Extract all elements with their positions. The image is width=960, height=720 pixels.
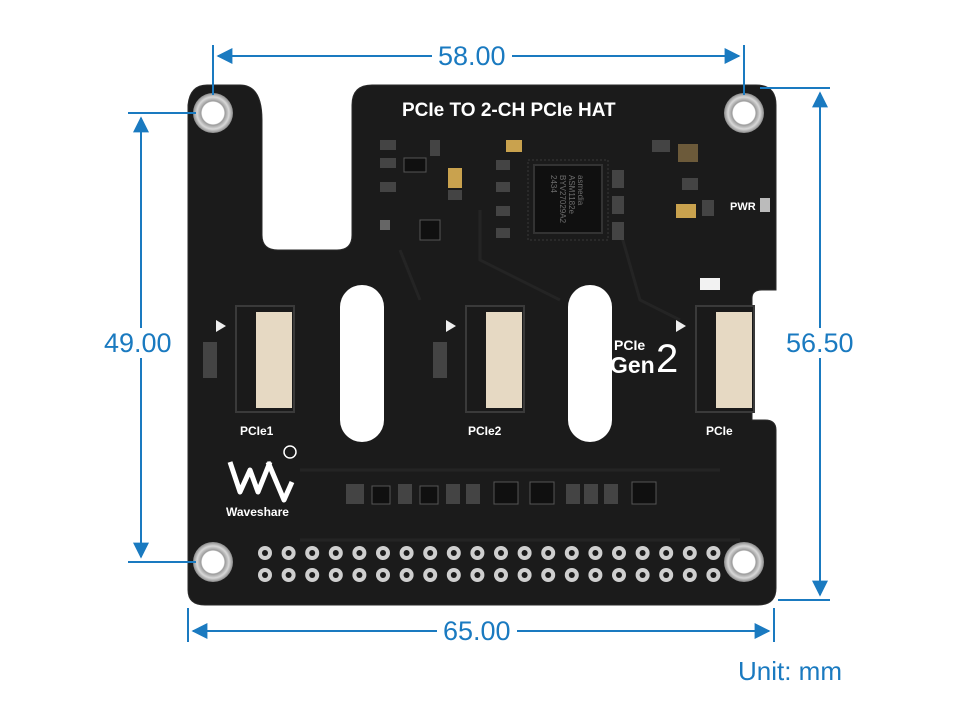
gpio-pin-hole	[380, 550, 386, 556]
gpio-pin-hole	[616, 550, 622, 556]
gpio-pin-hole	[710, 550, 717, 556]
gpio-pin-hole	[262, 572, 268, 578]
gpio-pin-hole	[403, 550, 410, 556]
gpio-pin-hole	[450, 572, 457, 578]
connector-pcie1	[203, 305, 295, 413]
gpio-pin-hole	[639, 572, 646, 578]
gen-badge-prefix: PCIe	[614, 337, 646, 353]
unit-label: Unit: mm	[738, 656, 842, 686]
gpio-pin-hole	[686, 572, 693, 578]
gen-badge-number: 2	[656, 337, 679, 381]
gpio-pin-hole	[285, 572, 292, 578]
gpio-pin-hole	[686, 550, 693, 556]
gpio-pin-hole	[639, 550, 646, 556]
gpio-pin-hole	[568, 550, 575, 556]
connector-pcie-upstream	[676, 305, 755, 413]
gpio-pin-hole	[545, 550, 552, 556]
connector-label-pcie1: PCIe1	[240, 424, 274, 438]
gpio-pin-hole	[592, 572, 599, 578]
board-title: PCIe TO 2-CH PCIe HAT	[402, 100, 616, 121]
gpio-pin-hole	[332, 572, 339, 578]
gpio-pin-hole	[663, 572, 670, 578]
gpio-pin-hole	[309, 550, 316, 556]
gpio-pin-hole	[592, 550, 599, 556]
gpio-pin-hole	[356, 550, 363, 556]
mounting-hole-top-right	[724, 93, 764, 133]
board-slot-right	[568, 285, 612, 442]
gen-badge-text: Gen	[610, 352, 655, 378]
pcb-traces	[300, 210, 740, 542]
waveshare-logo	[227, 445, 297, 503]
gpio-pin-hole	[309, 572, 316, 578]
mounting-hole-bottom-left	[193, 542, 233, 582]
dimension-label-bottom: 65.00	[437, 616, 517, 646]
gpio-pin-hole	[474, 550, 481, 556]
gpio-pin-hole	[498, 572, 504, 578]
gpio-pin-hole	[474, 572, 481, 578]
asmedia-chip: asmedia ASM1182e BYV27029A2 2434	[527, 159, 609, 241]
gpio-pin-hole	[710, 572, 717, 578]
gpio-pin-hole	[356, 572, 363, 578]
gpio-pin-hole	[403, 572, 410, 578]
gpio-pin-hole	[285, 550, 292, 556]
gpio-pin-hole	[380, 572, 386, 578]
mounting-hole-bottom-right	[724, 542, 764, 582]
gpio-pin-hole	[663, 550, 670, 556]
gpio-header	[258, 546, 721, 582]
gpio-pin-hole	[498, 550, 504, 556]
connector-label-pcie: PCIe	[706, 424, 733, 438]
gpio-pin-hole	[521, 550, 528, 556]
dimension-label-left: 49.00	[98, 328, 178, 358]
mounting-hole-top-left	[193, 93, 233, 133]
dimension-label-top: 58.00	[432, 41, 512, 71]
gpio-pin-hole	[427, 572, 434, 578]
dimension-label-right: 56.50	[780, 328, 860, 358]
gpio-pin-hole	[521, 572, 528, 578]
gpio-pin-hole	[332, 550, 339, 556]
board-slot-left	[340, 285, 384, 442]
gpio-pin-hole	[568, 572, 575, 578]
connector-pcie2	[433, 305, 525, 413]
chip-marking: asmedia ASM1182e BYV27029A2 2434	[549, 175, 585, 225]
gpio-pin-hole	[450, 550, 457, 556]
smd-components	[380, 140, 770, 290]
brand-label: Waveshare	[226, 505, 289, 519]
gpio-pin-hole	[545, 572, 552, 578]
gpio-pin-hole	[262, 550, 268, 556]
pwr-label: PWR	[730, 201, 756, 213]
bottom-components	[346, 481, 657, 505]
gpio-pin-hole	[427, 550, 434, 556]
connector-label-pcie2: PCIe2	[468, 424, 502, 438]
gpio-pin-hole	[616, 572, 622, 578]
dimension-lines	[128, 45, 830, 642]
